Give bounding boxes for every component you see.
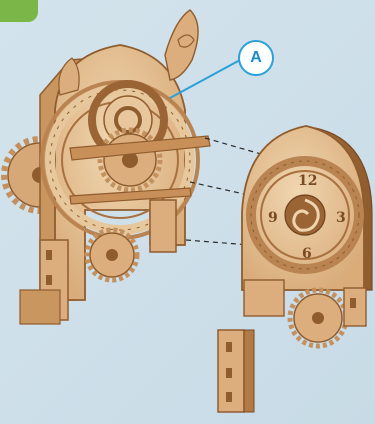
dial-stand-legs (218, 280, 366, 412)
clock-mechanism-assembly (4, 10, 210, 324)
crest-ornament (165, 10, 198, 80)
svg-text:12: 12 (298, 173, 317, 189)
svg-text:9: 9 (268, 210, 278, 226)
step-number-tab: 5 (0, 0, 38, 22)
callout-badge-a: A (238, 40, 274, 76)
svg-text:6: 6 (302, 246, 312, 262)
svg-text:3: 3 (336, 210, 346, 226)
bottom-gear (87, 230, 137, 280)
dial-bottom-gear (290, 290, 346, 346)
dial-face-assembly: 12 3 6 9 (218, 126, 372, 412)
dial-center (285, 195, 325, 235)
callout-label: A (250, 49, 262, 67)
